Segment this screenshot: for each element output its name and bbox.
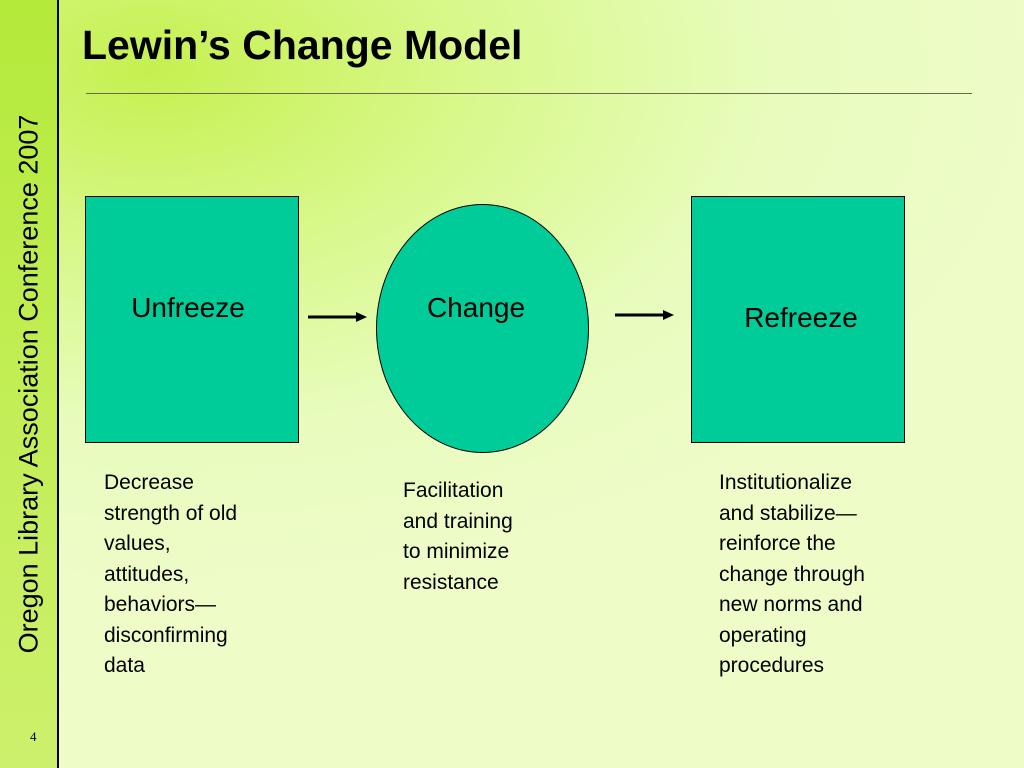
- title-divider: [86, 93, 972, 94]
- conference-label: Oregon Library Association Conference 20…: [13, 114, 44, 654]
- arrow-unfreeze-to-change: [308, 312, 367, 322]
- sidebar: Oregon Library Association Conference 20…: [0, 0, 59, 768]
- unfreeze-box: [85, 196, 299, 443]
- refreeze-label: Refreeze: [744, 302, 858, 333]
- change-ellipse: [376, 204, 589, 453]
- refreeze-box: [691, 196, 905, 443]
- change-label: Change: [426, 292, 526, 323]
- arrow-change-to-refreeze: [615, 310, 674, 320]
- page-number: 4: [30, 729, 37, 744]
- slide-title: Lewin’s Change Model: [82, 22, 523, 68]
- unfreeze-description: Decrease strength of old values, attitud…: [104, 471, 238, 677]
- change-description: Facilitation and training to minimize re…: [403, 479, 513, 594]
- unfreeze-label: Unfreeze: [131, 292, 245, 323]
- refreeze-description: Institutionalize and stabilize— reinforc…: [719, 471, 865, 677]
